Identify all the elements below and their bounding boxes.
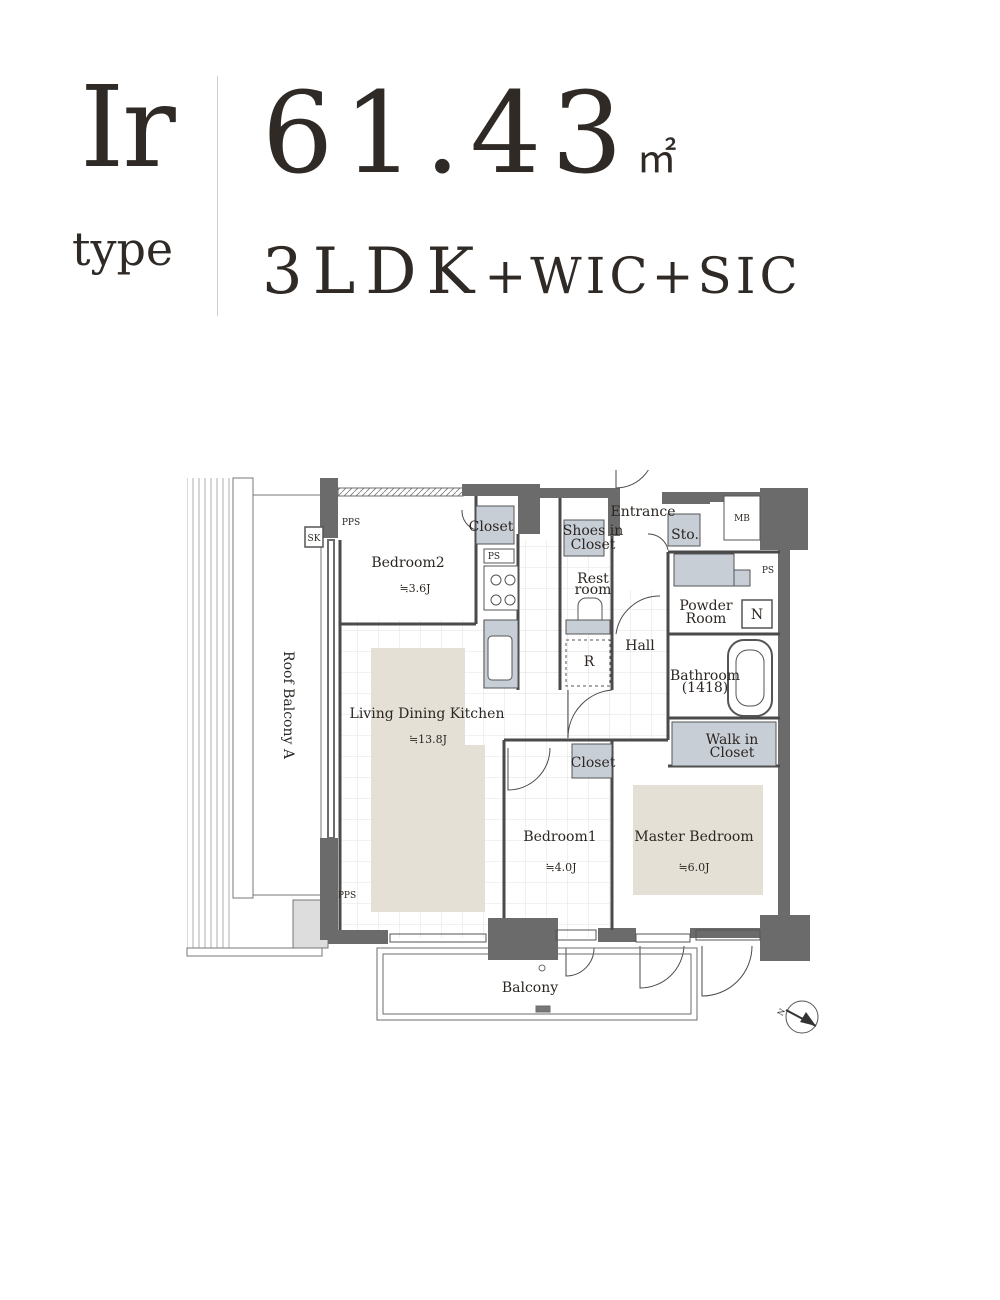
doors xyxy=(461,470,753,997)
area-value: 61.43 xyxy=(262,69,633,199)
label-living-dining-kitchen: Living Dining Kitchen xyxy=(350,706,505,722)
floor-plan: Closet Bedroom2 ≒3.6J Shoes in Closet En… xyxy=(186,470,819,1034)
ldk-carpet xyxy=(371,648,485,912)
fixtures xyxy=(304,495,777,779)
label-pps-bottom: PPS xyxy=(338,891,356,901)
label-bedroom1: Bedroom1 xyxy=(523,829,596,845)
label-master-bedroom-size: ≒6.0J xyxy=(678,861,709,874)
plan-type-row: 3LDK+WIC+SIC xyxy=(262,240,802,304)
label-bathroom: Bathroom xyxy=(670,668,740,684)
roof-balcony-a xyxy=(186,477,329,957)
label-entrance: Entrance xyxy=(610,504,675,520)
label-roof-balcony: Roof Balcony A xyxy=(280,651,296,760)
walls xyxy=(320,478,810,961)
label-storage: Sto. xyxy=(671,527,699,543)
label-compass-letter: N xyxy=(776,1007,787,1018)
label-refrigerator: R xyxy=(584,654,595,670)
label-closet-top: Closet xyxy=(469,519,514,535)
label-powder-room-1: Powder xyxy=(679,598,733,614)
master-bedroom-carpet xyxy=(633,785,763,895)
windows xyxy=(389,929,761,943)
label-walk-in-closet-2: Closet xyxy=(710,745,755,761)
label-shoes-in-closet-1: Shoes in xyxy=(563,523,623,539)
partitions xyxy=(338,496,780,930)
label-bedroom1-size: ≒4.0J xyxy=(545,861,576,874)
label-bedroom2-size: ≒3.6J xyxy=(399,582,430,595)
label-hall: Hall xyxy=(625,638,655,654)
label-pipe-space-kitchen: PS xyxy=(488,552,500,562)
type-word: type xyxy=(72,222,174,276)
label-balcony: Balcony xyxy=(502,980,558,996)
label-master-bedroom: Master Bedroom xyxy=(634,829,753,845)
balcony-outline xyxy=(376,947,698,1021)
area-unit: ㎡ xyxy=(636,136,677,182)
label-n-mark: N xyxy=(751,607,763,623)
label-sk: SK xyxy=(308,534,321,544)
compass-icon xyxy=(785,1000,819,1034)
label-powder-room-2: Room xyxy=(686,611,727,627)
label-rest-room-2: room xyxy=(575,582,612,598)
label-walk-in-closet-1: Walk in xyxy=(706,732,758,748)
label-ldk-size: ≒13.8J xyxy=(409,733,447,746)
type-code: Ir xyxy=(80,63,176,193)
header-divider xyxy=(217,76,218,316)
label-meter-box: MB xyxy=(734,514,750,524)
label-shoes-in-closet-2: Closet xyxy=(571,537,616,553)
plan-type-extra: +WIC+SIC xyxy=(484,247,802,305)
label-closet-bedroom1: Closet xyxy=(571,755,616,771)
label-pps-top: PPS xyxy=(342,518,360,528)
label-rest-room-1: Rest xyxy=(577,571,609,587)
label-bathroom-size: (1418) xyxy=(682,680,729,696)
plan-type-main: 3LDK xyxy=(262,235,485,309)
label-bedroom2: Bedroom2 xyxy=(371,555,444,571)
label-pipe-space-right: PS xyxy=(762,566,774,576)
